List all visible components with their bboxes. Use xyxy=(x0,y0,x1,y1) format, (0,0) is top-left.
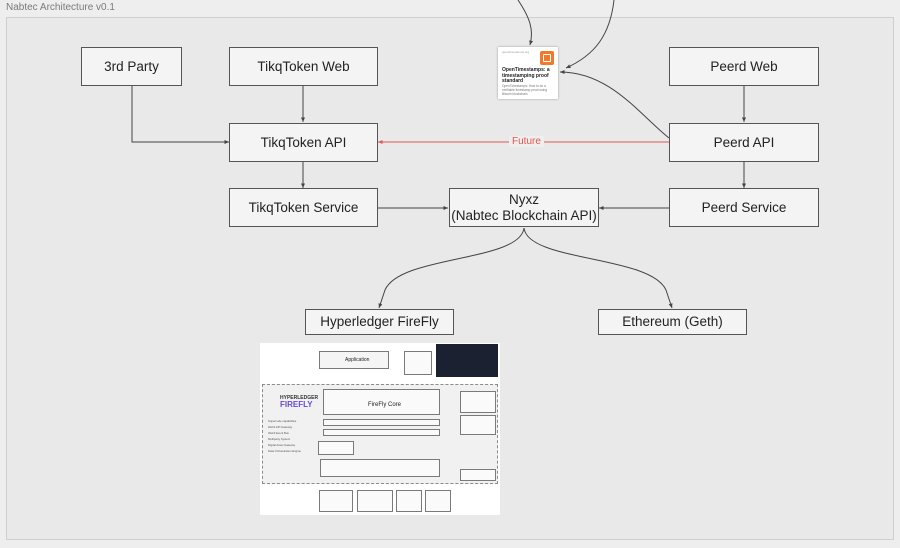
node-peerd-api-label: Peerd API xyxy=(713,134,775,150)
edge-top-ots-left xyxy=(517,0,534,46)
node-peerd-web[interactable]: Peerd Web xyxy=(669,47,819,86)
node-3rd-party-label: 3rd Party xyxy=(104,58,159,74)
node-tikqtoken-api-label: TikqToken API xyxy=(260,134,347,150)
ff-capability-4: Digital Asset Gateway xyxy=(268,443,296,447)
node-peerd-api[interactable]: Peerd API xyxy=(669,123,819,162)
ff-core-box xyxy=(323,389,440,415)
node-peerd-service-label: Peerd Service xyxy=(701,199,787,215)
ff-brand-top: HYPERLEDGER xyxy=(280,395,319,401)
node-hyperledger-firefly-label: Hyperledger FireFly xyxy=(320,314,439,329)
ff-capability-3: Multiparty System xyxy=(268,437,291,441)
ff-capability-1: Web3 API Gateway xyxy=(268,425,293,429)
firefly-architecture-image[interactable]: Application HYPERLEDGER FIREFLY FireFly … xyxy=(260,343,500,515)
node-3rd-party[interactable]: 3rd Party xyxy=(81,47,182,86)
ff-plugin-row-2 xyxy=(323,429,440,436)
node-tikqtoken-api[interactable]: TikqToken API xyxy=(229,123,378,162)
ots-description: OpenTimestamps: How to do a verifiable t… xyxy=(502,84,548,96)
ff-capability-5: Data Orchestration Engine xyxy=(268,449,301,453)
ff-screenshot-thumb xyxy=(404,351,432,375)
ff-core-label: FireFly Core xyxy=(368,402,402,408)
ff-side-box-2 xyxy=(460,415,496,435)
node-nyxz-title: Nyxz xyxy=(509,191,539,207)
node-tikqtoken-web-label: TikqToken Web xyxy=(257,58,350,74)
ots-logo-icon xyxy=(540,51,554,65)
ff-application-box xyxy=(319,351,389,369)
ff-application-label: Application xyxy=(345,357,370,363)
ots-title: OpenTimestamps: a timestamping proof sta… xyxy=(502,67,550,84)
node-ethereum-geth-label: Ethereum (Geth) xyxy=(622,314,723,329)
edge-nyxz-firefly xyxy=(378,227,525,309)
ff-side-box-3 xyxy=(460,469,496,481)
edge-nyxz-ethereum xyxy=(523,227,673,309)
ff-bottom-box-2 xyxy=(357,490,393,512)
ots-site: opentimestamps.org xyxy=(502,50,530,54)
ff-capability-0: Supernode capabilities xyxy=(268,419,297,423)
ff-bottom-box-3 xyxy=(396,490,422,512)
future-edge-label: Future xyxy=(509,136,544,147)
ff-dark-screenshot xyxy=(436,344,498,377)
ff-bottom-box-1 xyxy=(319,490,353,512)
edge-peerdapi-ots xyxy=(559,70,670,139)
node-peerd-web-label: Peerd Web xyxy=(710,58,778,74)
node-tikqtoken-web[interactable]: TikqToken Web xyxy=(229,47,378,86)
node-tikqtoken-service[interactable]: TikqToken Service xyxy=(229,188,378,227)
node-ethereum-geth[interactable]: Ethereum (Geth) xyxy=(598,309,747,335)
ff-brand: FIREFLY xyxy=(280,400,313,409)
node-nyxz-subtitle: (Nabtec Blockchain API) xyxy=(451,207,597,223)
opentimestamps-link-card[interactable]: opentimestamps.org OpenTimestamps: a tim… xyxy=(498,47,558,99)
node-hyperledger-firefly[interactable]: Hyperledger FireFly xyxy=(305,309,454,335)
ff-module-box xyxy=(318,441,354,455)
ff-bottom-box-4 xyxy=(425,490,451,512)
ff-capability-2: Web3 Event Bus xyxy=(268,431,289,435)
ff-side-box xyxy=(460,391,496,413)
edge-top-ots-right xyxy=(565,0,615,69)
edge-thirdparty-tikqapi xyxy=(131,86,229,144)
ff-connector-box xyxy=(320,459,440,477)
frame-title: Nabtec Architecture v0.1 xyxy=(6,2,115,13)
node-peerd-service[interactable]: Peerd Service xyxy=(669,188,819,227)
node-nyxz[interactable]: Nyxz (Nabtec Blockchain API) xyxy=(449,188,599,227)
ff-plugin-row xyxy=(323,419,440,426)
node-tikqtoken-service-label: TikqToken Service xyxy=(248,199,359,215)
